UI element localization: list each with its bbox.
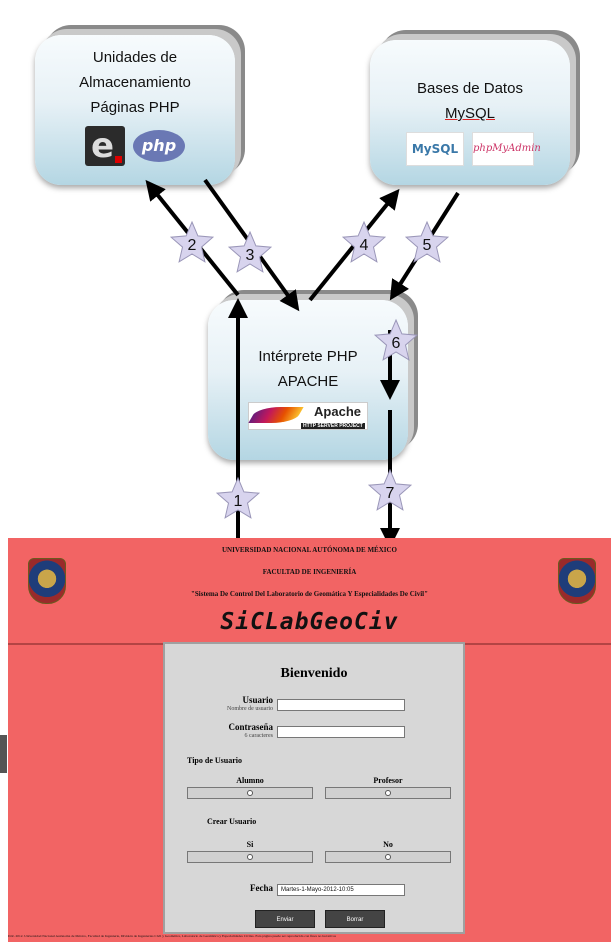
step-star-4: 4: [341, 220, 387, 263]
phpmyadmin-logo-icon: phpMyAdmin: [472, 132, 541, 166]
create-user-label: Crear Usuario: [207, 817, 257, 826]
si-label: Si: [246, 840, 254, 849]
apache-logo-icon: Apache HTTP SERVER PROJECT: [248, 402, 368, 430]
php-logo-icon: php: [133, 130, 185, 162]
step-star-2: 2: [169, 220, 215, 263]
alumno-radio[interactable]: [187, 787, 313, 799]
user-input[interactable]: [277, 699, 405, 711]
welcome-heading: Bienvenido: [280, 666, 348, 681]
user-type-label: Tipo de Usuario: [187, 756, 242, 765]
step-star-6: 6: [373, 318, 419, 361]
step-star-5: 5: [404, 220, 450, 263]
alumno-label: Alumno: [236, 776, 264, 785]
database-box: Bases de Datos MySQL MySQL phpMyAdmin: [370, 40, 570, 185]
site-title: SiCLabGeoCiv: [220, 609, 399, 635]
step-star-1: 1: [215, 476, 261, 519]
step-number: 2: [188, 237, 197, 254]
user-hint: Nombre de usuario: [227, 706, 273, 712]
clear-button[interactable]: Borrar: [325, 910, 385, 928]
faculty-crest-icon: [558, 558, 596, 604]
profesor-label: Profesor: [373, 776, 403, 785]
apache-logo-sub: HTTP SERVER PROJECT: [301, 423, 365, 429]
star-icon: [215, 476, 261, 519]
star-icon: [169, 220, 215, 263]
no-radio[interactable]: [325, 851, 451, 863]
interpreter-box: Intérprete PHP APACHE Apache HTTP SERVER…: [208, 300, 408, 460]
star-icon: [373, 318, 419, 361]
date-label: Fecha: [250, 883, 273, 893]
star-icon: [404, 220, 450, 263]
date-input[interactable]: Martes-1-Mayo-2012-10:05: [277, 884, 405, 896]
storage-line-2: Almacenamiento: [79, 74, 191, 91]
site-banner: UNIVERSIDAD NACIONAL AUTÓNOMA DE MÉXICO …: [8, 538, 611, 645]
interpreter-line-2: APACHE: [277, 373, 339, 390]
step-number: 1: [234, 493, 243, 510]
profesor-radio[interactable]: [325, 787, 451, 799]
submit-button[interactable]: Enviar: [255, 910, 315, 928]
storage-line-1: Unidades de: [92, 49, 178, 66]
storage-line-3: Páginas PHP: [90, 99, 180, 116]
mysql-logo-icon: MySQL: [406, 132, 464, 166]
step-number: 6: [392, 335, 401, 352]
database-line-1: Bases de Datos: [417, 80, 523, 97]
star-icon: [341, 220, 387, 263]
step-number: 3: [246, 247, 255, 264]
interpreter-line-1: Intérprete PHP: [258, 348, 358, 365]
login-page-screenshot: UNIVERSIDAD NACIONAL AUTÓNOMA DE MÉXICO …: [8, 538, 611, 942]
step-star-3: 3: [227, 230, 273, 273]
storage-box: Unidades de Almacenamiento Páginas PHP e…: [35, 35, 235, 185]
step-number: 5: [423, 237, 432, 254]
banner-faculty: FACULTAD DE INGENIERÍA: [262, 568, 357, 576]
database-line-2: MySQL: [444, 105, 495, 122]
password-input[interactable]: [277, 726, 405, 738]
star-icon: [367, 468, 413, 511]
user-label: Usuario: [242, 695, 273, 705]
star-icon: [227, 230, 273, 273]
unam-crest-icon: [28, 558, 66, 604]
password-label: Contraseña: [228, 722, 274, 732]
step-number: 4: [360, 237, 369, 254]
step-star-7: 7: [367, 468, 413, 511]
e-logo-icon: e: [85, 126, 125, 166]
login-panel: Bienvenido Usuario Nombre de usuario Con…: [163, 642, 465, 934]
si-radio[interactable]: [187, 851, 313, 863]
password-hint: 6 caracteres: [244, 733, 273, 739]
banner-university: UNIVERSIDAD NACIONAL AUTÓNOMA DE MÉXICO: [221, 546, 398, 554]
step-number: 7: [386, 485, 395, 502]
banner-system: "Sistema De Control Del Laboratorio de G…: [191, 590, 428, 598]
edge-mark: [0, 735, 7, 773]
no-label: No: [383, 840, 393, 849]
apache-logo-text: Apache: [314, 404, 361, 419]
footer-text: D.R. 2012. Universidad Nacional Autónoma…: [8, 934, 337, 938]
